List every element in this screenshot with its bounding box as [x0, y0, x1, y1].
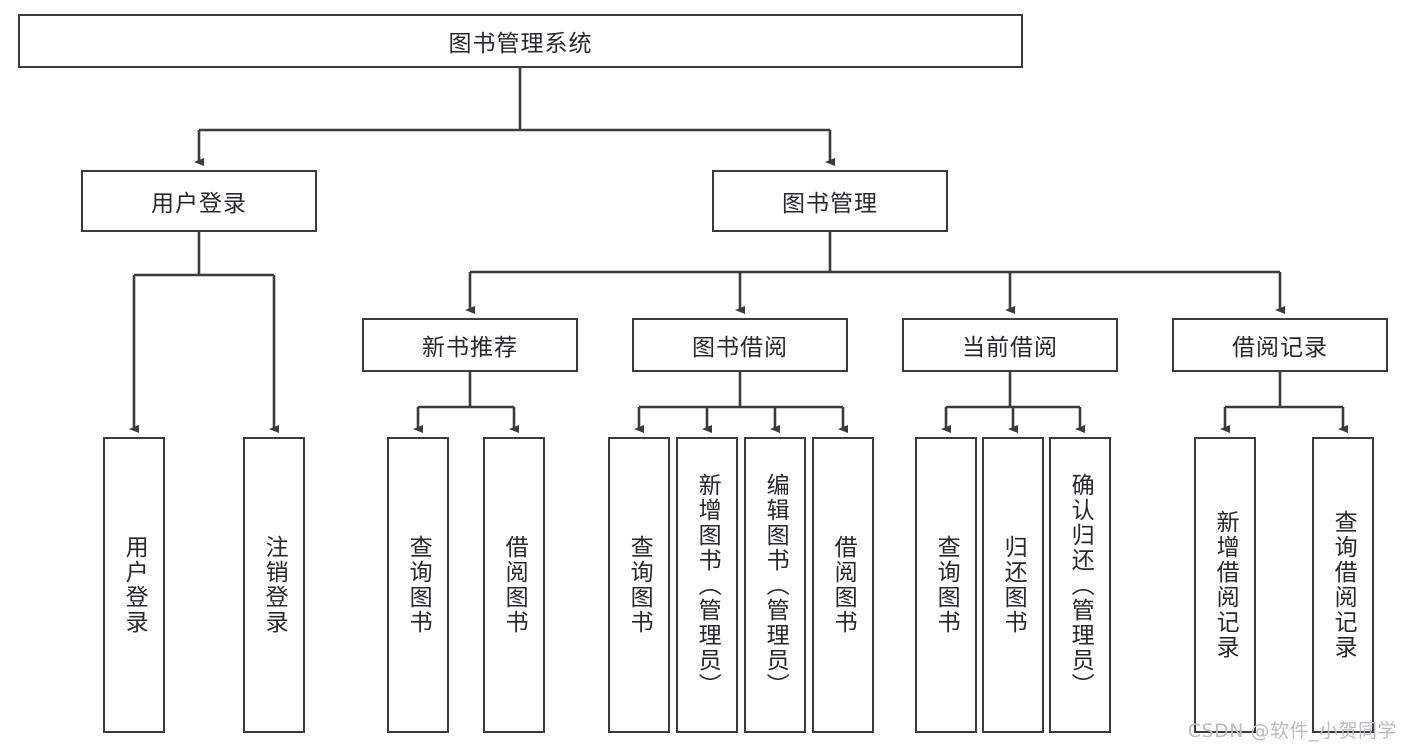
- node-book-borrow-label: 图书借阅: [692, 335, 788, 361]
- node-leaf-query-book[interactable]: 查询图书: [608, 437, 670, 733]
- node-leaf-query-book-label: 查询图书: [626, 535, 653, 635]
- node-leaf-borrow-book-label: 借阅图书: [830, 535, 857, 635]
- node-leaf-borrow-book-rec-label: 借阅图书: [501, 535, 528, 635]
- node-leaf-edit-book[interactable]: 编辑图书（管理员）: [744, 437, 806, 733]
- node-leaf-query-book-cur-label: 查询图书: [933, 535, 960, 635]
- node-leaf-query-record[interactable]: 查询借阅记录: [1312, 437, 1374, 733]
- node-leaf-return-book[interactable]: 归还图书: [982, 437, 1044, 733]
- node-book-borrow[interactable]: 图书借阅: [632, 318, 848, 372]
- node-leaf-add-book[interactable]: 新增图书（管理员）: [676, 437, 738, 733]
- node-user-login-label: 用户登录: [151, 191, 247, 217]
- node-new-book-rec[interactable]: 新书推荐: [362, 318, 578, 372]
- node-borrow-record-label: 借阅记录: [1232, 335, 1328, 361]
- node-borrow-record[interactable]: 借阅记录: [1172, 318, 1388, 372]
- node-leaf-confirm-return[interactable]: 确认归还（管理员）: [1049, 437, 1111, 733]
- node-root[interactable]: 图书管理系统: [18, 14, 1023, 68]
- node-leaf-user-logout[interactable]: 注销登录: [243, 437, 305, 733]
- node-new-book-rec-label: 新书推荐: [422, 335, 518, 361]
- node-current-borrow-label: 当前借阅: [962, 335, 1058, 361]
- node-leaf-user-logout-label: 注销登录: [261, 535, 288, 635]
- node-leaf-borrow-book-rec[interactable]: 借阅图书: [483, 437, 545, 733]
- node-user-login[interactable]: 用户登录: [81, 170, 317, 232]
- node-leaf-user-login[interactable]: 用户登录: [103, 437, 165, 733]
- node-leaf-user-login-label: 用户登录: [121, 535, 148, 635]
- node-root-label: 图书管理系统: [448, 31, 593, 57]
- node-current-borrow[interactable]: 当前借阅: [902, 318, 1118, 372]
- node-leaf-add-record-label: 新增借阅记录: [1212, 510, 1239, 660]
- node-book-manage-label: 图书管理: [782, 191, 878, 217]
- node-leaf-return-book-label: 归还图书: [1000, 535, 1027, 635]
- node-leaf-add-record[interactable]: 新增借阅记录: [1194, 437, 1256, 733]
- node-leaf-query-book-rec-label: 查询图书: [405, 535, 432, 635]
- node-leaf-borrow-book[interactable]: 借阅图书: [812, 437, 874, 733]
- node-leaf-confirm-return-label: 确认归还（管理员）: [1067, 472, 1094, 698]
- node-leaf-add-book-label: 新增图书（管理员）: [694, 472, 721, 698]
- node-leaf-edit-book-label: 编辑图书（管理员）: [762, 472, 789, 698]
- node-leaf-query-book-cur[interactable]: 查询图书: [915, 437, 977, 733]
- node-book-manage[interactable]: 图书管理: [712, 170, 948, 232]
- node-leaf-query-record-label: 查询借阅记录: [1330, 510, 1357, 660]
- node-leaf-query-book-rec[interactable]: 查询图书: [387, 437, 449, 733]
